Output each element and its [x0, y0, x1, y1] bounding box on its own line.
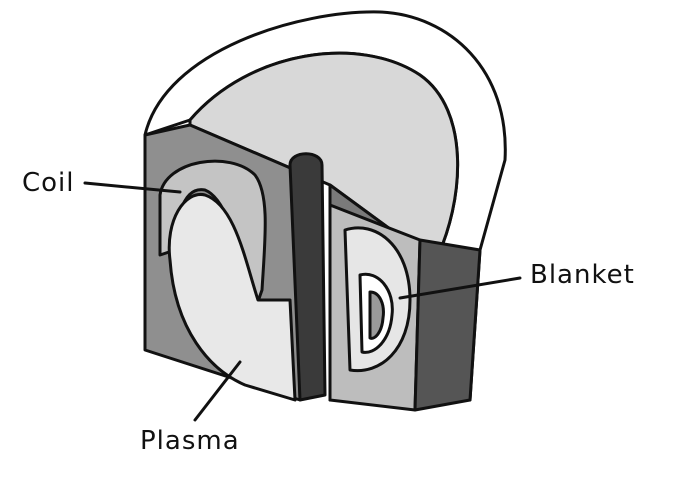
blanket-label: Blanket [530, 262, 635, 288]
right-side-face [415, 240, 480, 410]
plasma-label: Plasma [140, 428, 240, 454]
coil-label: Coil [22, 170, 75, 196]
